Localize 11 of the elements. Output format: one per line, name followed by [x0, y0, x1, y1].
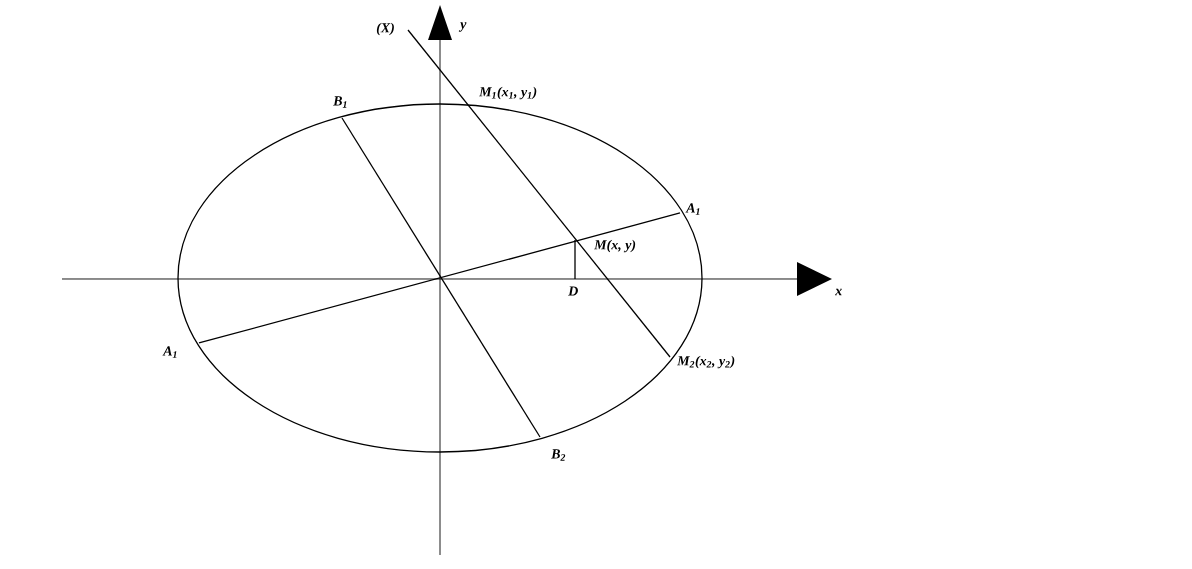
point-label: B$_{1}$ [333, 96, 347, 108]
point-label: A$_{1}$ [162, 346, 177, 358]
point-label: M$_{1}$(x$_{1}$, y$_{1}$) [479, 86, 537, 100]
point-label: A$_{1}$ [685, 203, 700, 215]
point-label: M(x, y) [594, 239, 636, 253]
point-label: D [568, 286, 578, 296]
point-label: B$_{2}$ [551, 449, 566, 461]
point-label: y [458, 22, 467, 32]
point-label: x [835, 288, 842, 296]
point-label: M$_{2}$(x$_{2}$, y$_{2}$) [677, 355, 735, 369]
point-label: (X) [376, 22, 394, 36]
